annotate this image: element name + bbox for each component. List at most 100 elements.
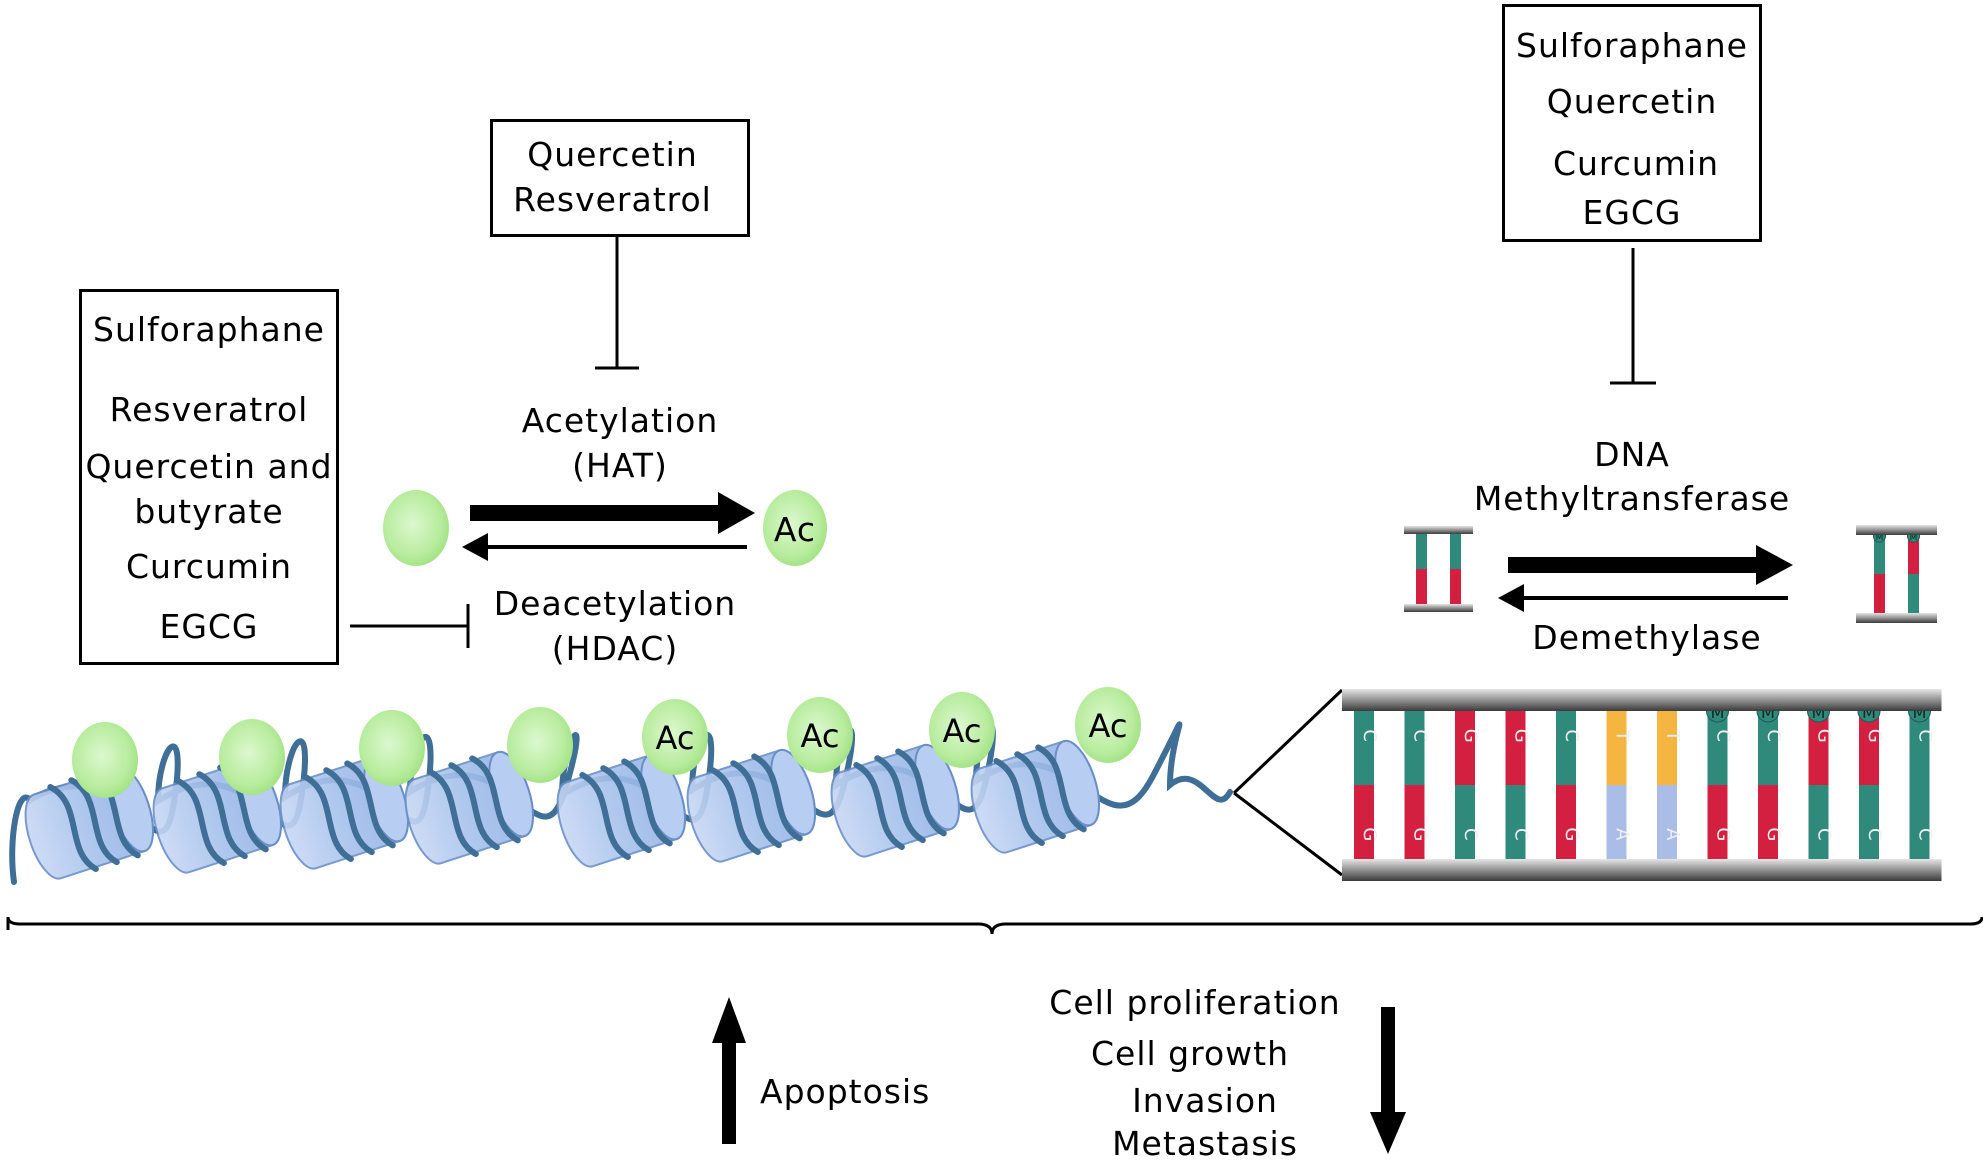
svg-text:M: M	[1910, 533, 1918, 543]
compound-sulforaphane: Sulforaphane	[93, 310, 325, 349]
base-g	[1707, 785, 1728, 870]
base-c	[1556, 700, 1576, 785]
svg-text:C: C	[1864, 828, 1885, 841]
acetyl-label: Ac	[773, 510, 817, 549]
compound-resveratrol: Resveratrol	[513, 180, 712, 219]
dnmt-arrow	[1508, 545, 1793, 585]
inhibition-dnmt	[1610, 248, 1656, 385]
base-g	[1354, 785, 1374, 870]
deacetylation-arrow	[462, 533, 747, 561]
svg-text:C: C	[1359, 729, 1380, 742]
invasion-label: Invasion	[1132, 1081, 1278, 1120]
acetylated-histone-tail	[1075, 687, 1141, 763]
compound-quercetin-and: Quercetin and	[85, 447, 333, 486]
acetyl-mark-label: Ac	[943, 712, 982, 750]
dna-backbone	[1404, 604, 1473, 612]
acetyl-mark-label: Ac	[1089, 707, 1128, 745]
acetylated-histone-tail	[929, 692, 995, 768]
bottom-brace	[6, 916, 1983, 935]
svg-text:A: A	[1612, 828, 1633, 841]
base-g	[1450, 569, 1461, 608]
inhibition-hdac	[350, 604, 470, 648]
base-g	[1556, 785, 1576, 870]
cell-proliferation-label: Cell proliferation	[1049, 983, 1341, 1022]
base-c	[1404, 700, 1425, 785]
acetylation-label: Acetylation	[521, 401, 719, 440]
compound-egcg: EGCG	[1582, 193, 1682, 232]
svg-text:C: C	[1915, 729, 1936, 742]
apoptosis-label: Apoptosis	[760, 1072, 931, 1111]
compound-resveratrol: Resveratrol	[109, 390, 309, 429]
svg-text:C: C	[1713, 729, 1734, 742]
metastasis-label: Metastasis	[1112, 1124, 1298, 1163]
svg-text:G: G	[1763, 827, 1784, 841]
dna-backbone	[1856, 613, 1937, 623]
nucleosome	[686, 748, 816, 863]
deacetylation-label: Deacetylation	[493, 584, 737, 623]
base-c	[1354, 700, 1374, 785]
svg-text:G: G	[1511, 729, 1532, 743]
compound-quercetin: Quercetin	[1546, 82, 1718, 121]
dna-label: DNA	[1594, 435, 1670, 474]
base-c	[1908, 574, 1919, 618]
base-t	[1606, 700, 1627, 785]
compounds-box-hdac	[79, 289, 339, 665]
unacetylated-histone-icon	[383, 490, 449, 566]
base-g	[1416, 569, 1427, 608]
base-c	[1909, 785, 1930, 870]
svg-text:G: G	[1460, 729, 1481, 743]
hat-label: (HAT)	[572, 446, 668, 485]
acetylation-arrow	[470, 492, 755, 534]
base-g	[1455, 700, 1475, 785]
nucleosome	[404, 750, 534, 865]
base-a	[1657, 785, 1677, 870]
base-g	[1505, 700, 1526, 785]
acetylated-histone-tail	[787, 697, 853, 773]
svg-text:T: T	[1662, 729, 1683, 742]
svg-text:C: C	[1460, 828, 1481, 841]
base-a	[1606, 785, 1627, 870]
svg-text:T: T	[1612, 729, 1633, 742]
compounds-box-dnmt	[1502, 4, 1762, 242]
base-c	[1859, 785, 1879, 870]
demethylase-label: Demethylase	[1532, 618, 1762, 657]
svg-text:C: C	[1763, 729, 1784, 742]
cell-growth-label: Cell growth	[1091, 1034, 1289, 1073]
base-g	[1874, 574, 1885, 618]
base-g	[1404, 785, 1425, 870]
svg-text:G: G	[1359, 827, 1380, 841]
svg-text:C: C	[1511, 828, 1532, 841]
base-c	[1874, 530, 1885, 574]
svg-text:G: G	[1864, 729, 1885, 743]
svg-text:C: C	[1561, 729, 1582, 742]
dna-backbone	[1342, 859, 1942, 881]
dna-backbone	[1404, 526, 1473, 534]
compound-curcumin: Curcumin	[125, 547, 293, 586]
svg-text:G: G	[1561, 827, 1582, 841]
histone-tail	[219, 719, 285, 795]
svg-text:C: C	[1915, 828, 1936, 841]
acetylated-histone-icon	[763, 490, 827, 566]
acetyl-mark-label: Ac	[801, 717, 840, 755]
dna-backbone	[1856, 525, 1937, 535]
nucleosome	[556, 753, 686, 868]
histone-tail	[72, 722, 138, 798]
svg-text:G: G	[1713, 827, 1734, 841]
up-arrow	[712, 997, 746, 1144]
hdac-label: (HDAC)	[551, 629, 679, 668]
svg-text:C: C	[1410, 729, 1431, 742]
svg-text:G: G	[1814, 729, 1835, 743]
svg-text:A: A	[1662, 828, 1683, 841]
compounds-box-hat	[490, 119, 750, 237]
histone-tail	[359, 710, 425, 786]
svg-text:C: C	[1814, 828, 1835, 841]
base-c	[1416, 530, 1427, 569]
base-c	[1808, 785, 1829, 870]
inhibition-hat	[595, 235, 639, 370]
down-arrow	[1370, 1007, 1406, 1154]
base-c	[1455, 785, 1475, 870]
